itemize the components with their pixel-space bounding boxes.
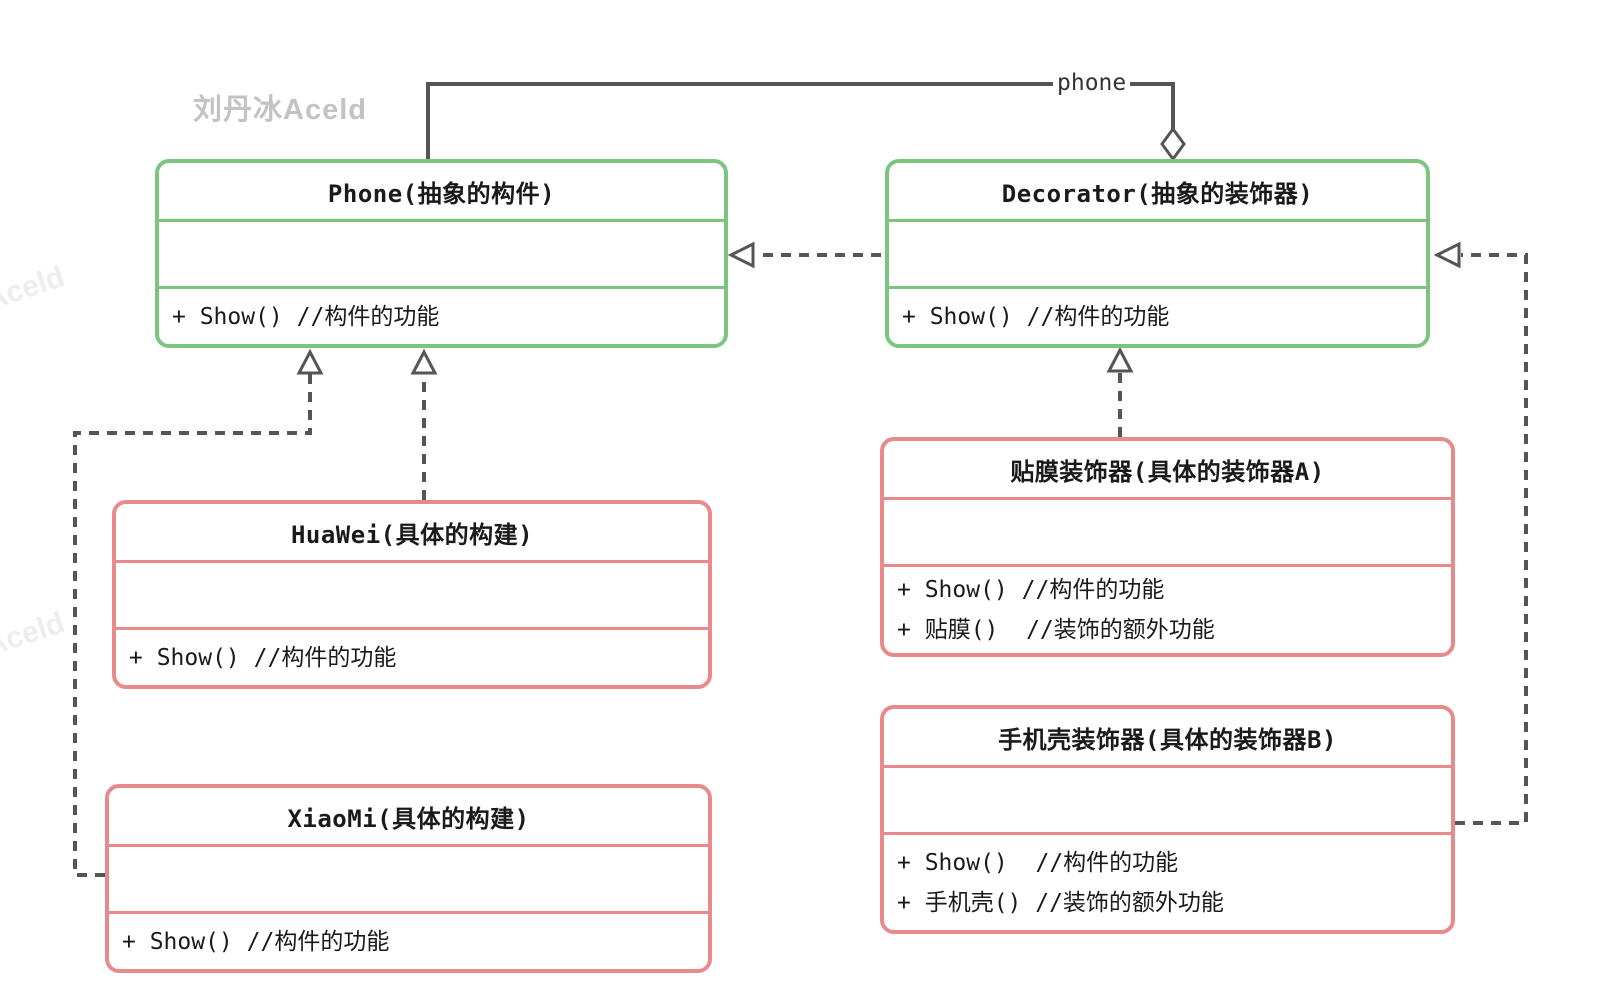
class-title-case-decorator: 手机壳装饰器(具体的装饰器B) [998,725,1337,754]
method-line: + 贴膜() //装饰的额外功能 [897,617,1215,643]
class-box-phone: Phone(抽象的构件) + Show() //构件的功能 [155,159,728,348]
aggregation-role-label: phone [1053,70,1131,96]
method-line: + Show() //构件的功能 [172,303,440,330]
method-line: + Show() //构件的功能 [897,849,1179,876]
watermark-author: 刘丹冰Aceld [193,94,367,126]
dependency-decorator-phone [727,241,881,269]
class-title-film-decorator: 贴膜装饰器(具体的装饰器A) [1010,457,1325,486]
class-attributes-huawei [116,560,708,630]
class-box-case-decorator: 手机壳装饰器(具体的装饰器B) + Show() //构件的功能 + 手机壳()… [880,705,1455,934]
method-line: + Show() //构件的功能 [122,928,390,955]
class-attributes-case-decorator [884,765,1451,835]
realization-huawei-phone [410,348,438,500]
method-line: + 手机壳() //装饰的额外功能 [897,889,1224,916]
open-triangle-arrow-icon [410,348,438,375]
class-methods-phone: + Show() //构件的功能 [159,289,724,344]
class-box-film-decorator: 贴膜装饰器(具体的装饰器A) + Show() //构件的功能 + 贴膜() /… [880,437,1455,657]
aggregation-diamond-icon [1160,126,1186,162]
class-box-decorator: Decorator(抽象的装饰器) + Show() //构件的功能 [885,159,1430,348]
class-methods-film-decorator: + Show() //构件的功能 + 贴膜() //装饰的额外功能 [884,567,1451,653]
watermark-edge-bottom: Aceld [0,606,69,663]
class-methods-xiaomi: + Show() //构件的功能 [109,914,708,969]
open-triangle-arrow-icon [1106,346,1134,373]
class-attributes-phone [159,219,724,289]
method-line: + Show() //构件的功能 [129,644,397,671]
class-attributes-xiaomi [109,844,708,914]
class-attributes-decorator [889,219,1426,289]
class-methods-decorator: + Show() //构件的功能 [889,289,1426,344]
open-triangle-arrow-icon [1433,241,1461,269]
class-title-huawei: HuaWei(具体的构建) [290,520,534,549]
class-title-phone: Phone(抽象的构件) [327,179,556,208]
class-attributes-film-decorator [884,497,1451,567]
class-box-xiaomi: XiaoMi(具体的构建) + Show() //构件的功能 [105,784,712,973]
class-methods-case-decorator: + Show() //构件的功能 + 手机壳() //装饰的额外功能 [884,835,1451,930]
class-methods-huawei: + Show() //构件的功能 [116,630,708,685]
open-triangle-arrow-icon [296,348,324,375]
watermark-edge-top: Aceld [0,260,69,317]
method-line: + Show() //构件的功能 [897,577,1165,603]
method-line: + Show() //构件的功能 [902,303,1170,330]
class-box-huawei: HuaWei(具体的构建) + Show() //构件的功能 [112,500,712,689]
class-title-xiaomi: XiaoMi(具体的构建) [287,804,530,833]
open-triangle-arrow-icon [727,241,755,269]
class-title-decorator: Decorator(抽象的装饰器) [1001,179,1314,208]
realization-film-decorator [1106,346,1134,437]
